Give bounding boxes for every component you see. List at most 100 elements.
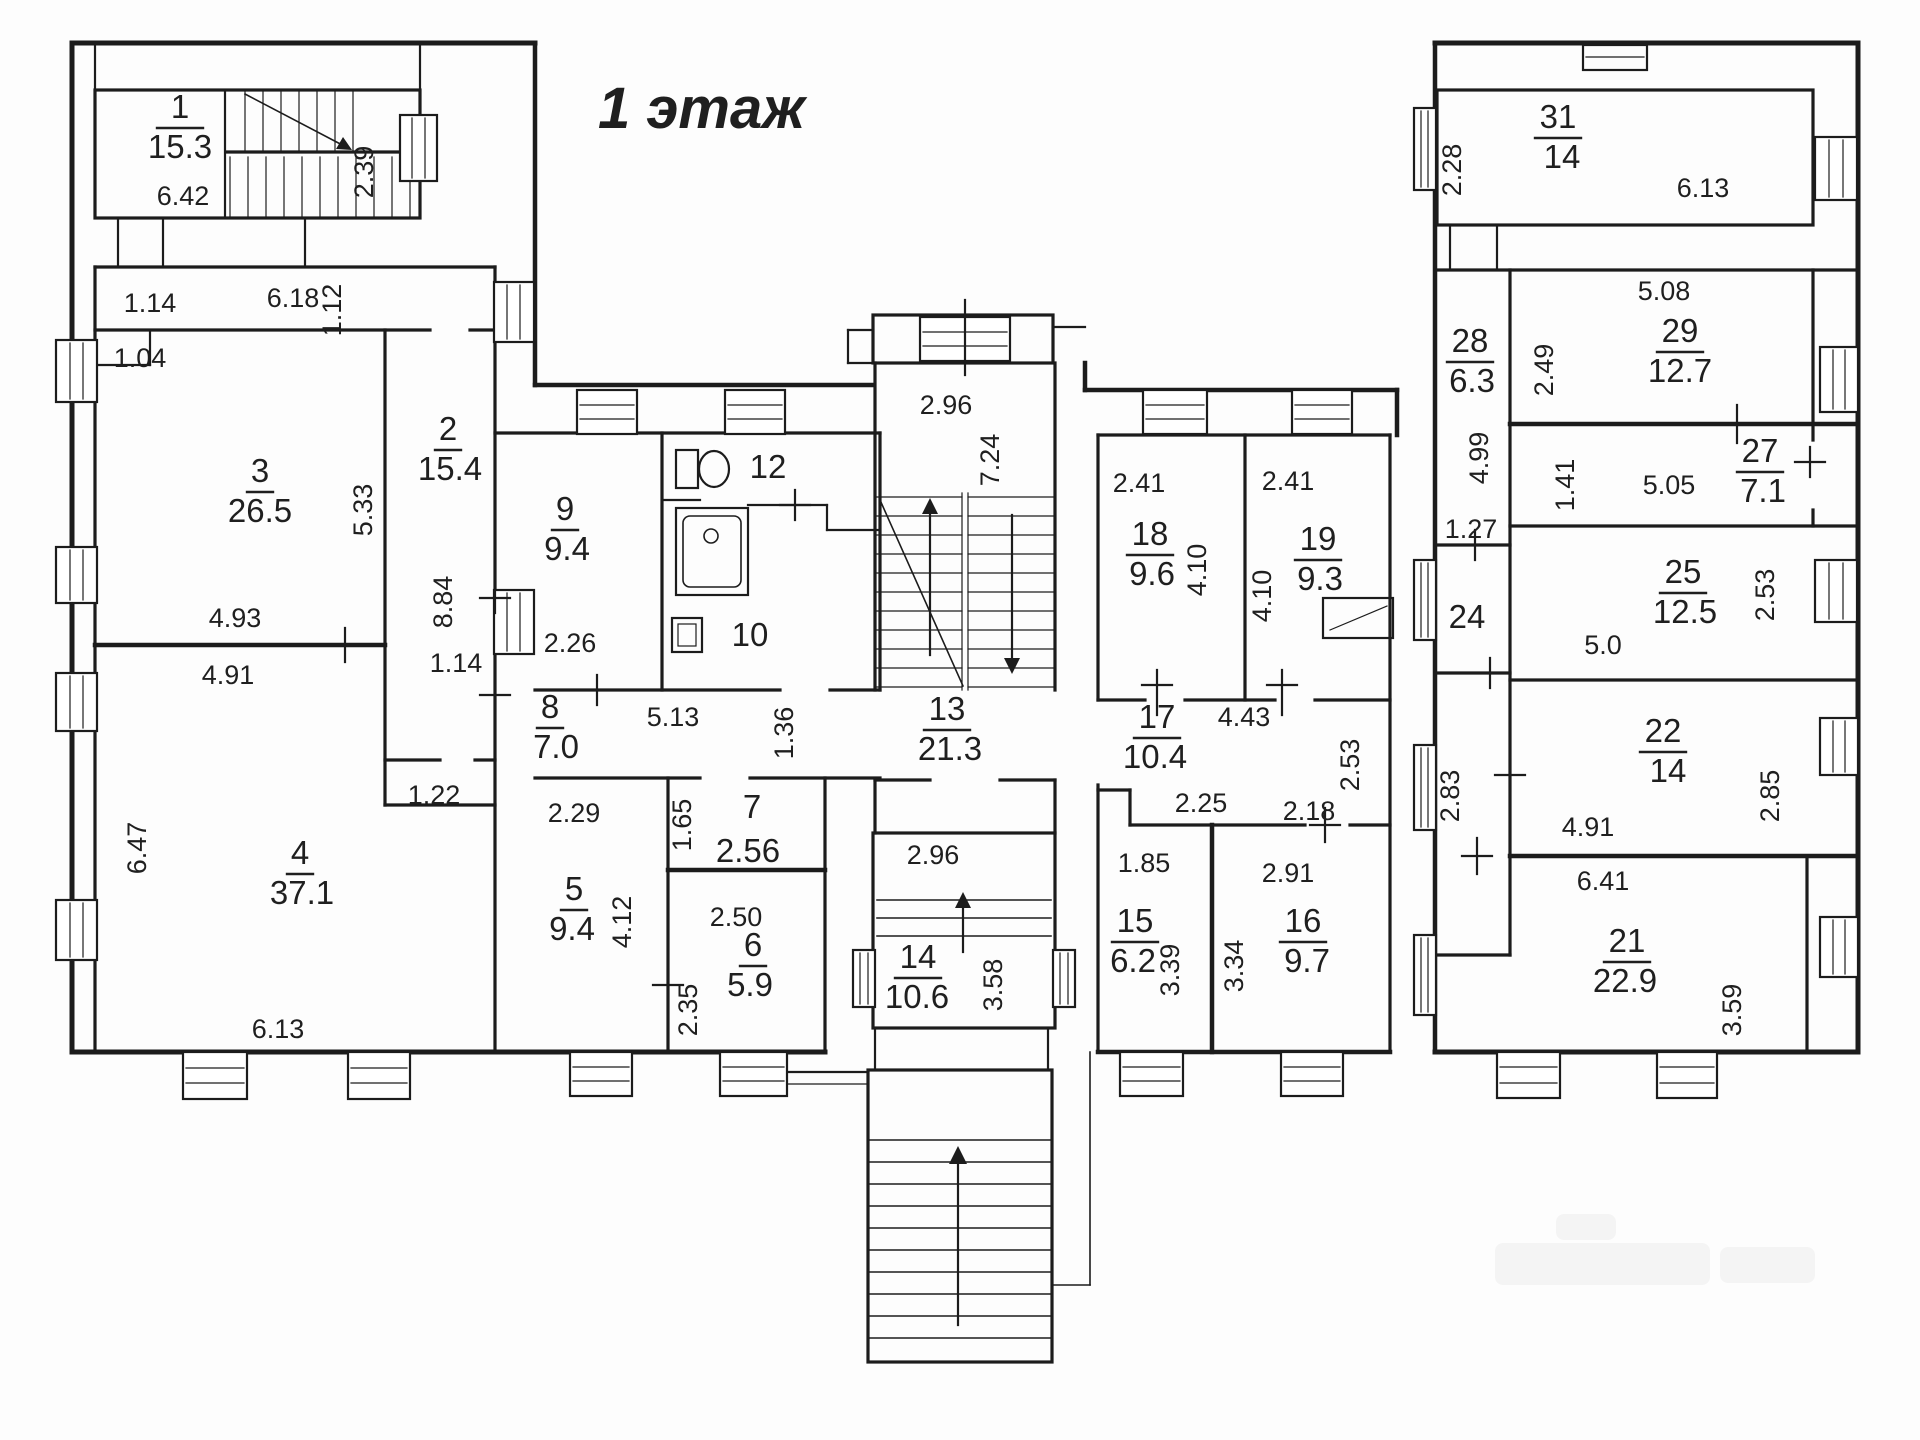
dim-label: 5.08 — [1638, 276, 1691, 306]
dim-label: 5.05 — [1643, 470, 1696, 500]
dim-label: 1.85 — [1118, 848, 1171, 878]
dim-label: 2.28 — [1437, 144, 1467, 197]
dim-label: 2.26 — [544, 628, 597, 658]
dim-label: 1.27 — [1445, 514, 1498, 544]
stairs-center — [876, 492, 1054, 691]
page-title: 1 этаж — [598, 76, 808, 141]
room-area: 6.3 — [1449, 362, 1495, 399]
dimension-labels: 6.42 2.39 1.14 6.18 1.12 1.04 5.33 8.84 … — [114, 144, 1785, 1044]
bathtub-icon — [682, 515, 742, 588]
room-number: 19 — [1300, 520, 1337, 557]
dim-label: 2.41 — [1113, 468, 1166, 498]
dim-label: 4.91 — [202, 660, 255, 690]
room-number: 12 — [750, 448, 787, 485]
room-number: 31 — [1540, 98, 1577, 135]
dim-label: 4.91 — [1562, 812, 1615, 842]
dim-label: 4.12 — [607, 896, 637, 949]
dim-label: 1.22 — [408, 780, 461, 810]
dim-label: 5.0 — [1584, 630, 1622, 660]
dim-label: 1.14 — [430, 648, 483, 678]
dim-label: 2.53 — [1750, 569, 1780, 622]
room-number: 8 — [541, 688, 559, 725]
room-number: 10 — [732, 616, 769, 653]
dim-label: 3.59 — [1717, 984, 1747, 1037]
room-area: 9.4 — [549, 910, 595, 947]
room-area: 26.5 — [228, 492, 292, 529]
room-area: 5.9 — [727, 966, 773, 1003]
dim-label: 6.42 — [157, 181, 210, 211]
dim-label: 2.29 — [548, 798, 601, 828]
dim-label: 4.93 — [209, 603, 262, 633]
dim-label: 2.96 — [907, 840, 960, 870]
dim-label: 2.35 — [673, 984, 703, 1037]
room-number: 14 — [900, 938, 937, 975]
dim-label: 2.39 — [349, 146, 379, 199]
dim-label: 2.41 — [1262, 466, 1315, 496]
room-number: 5 — [565, 870, 583, 907]
room-number: 4 — [291, 834, 309, 871]
room-number: 22 — [1645, 712, 1682, 749]
room-number: 16 — [1285, 902, 1322, 939]
room-area: 6.2 — [1110, 942, 1156, 979]
dim-label: 1.65 — [667, 799, 697, 852]
room-number: 21 — [1609, 922, 1646, 959]
room-area: 37.1 — [270, 874, 334, 911]
windows — [54, 106, 1860, 1101]
room-number: 6 — [744, 926, 762, 963]
room-number: 9 — [556, 490, 574, 527]
room-labels: 115.3 215.4 326.5 437.1 59.4 65.9 72.56 … — [148, 88, 1786, 1015]
dim-label: 2.18 — [1283, 796, 1336, 826]
dim-label: 1.36 — [769, 707, 799, 760]
room-number: 15 — [1117, 902, 1154, 939]
room-number: 28 — [1452, 322, 1489, 359]
room-area: 10.4 — [1123, 738, 1187, 775]
room-number: 27 — [1742, 432, 1779, 469]
dim-label: 3.39 — [1155, 944, 1185, 997]
dim-label: 2.50 — [710, 902, 763, 932]
dim-label: 1.41 — [1550, 459, 1580, 512]
room-number: 29 — [1662, 312, 1699, 349]
room-area: 12.5 — [1653, 593, 1717, 630]
room-number: 3 — [251, 452, 269, 489]
room-area: 21.3 — [918, 730, 982, 767]
dim-label: 5.13 — [647, 702, 700, 732]
room-area: 14 — [1544, 138, 1581, 175]
room-area: 2.56 — [716, 832, 780, 869]
middle-right-walls — [1096, 433, 1392, 1055]
room-number: 18 — [1132, 515, 1169, 552]
dim-label: 6.13 — [1677, 173, 1730, 203]
room-area: 7.0 — [533, 728, 579, 765]
dim-label: 2.53 — [1335, 739, 1365, 792]
dim-label: 2.25 — [1175, 788, 1228, 818]
wall-ticks — [328, 403, 1827, 1002]
dim-label: 7.24 — [975, 434, 1005, 487]
dim-label: 6.13 — [252, 1014, 305, 1044]
room-number: 7 — [743, 788, 761, 825]
dim-label: 6.41 — [1577, 866, 1630, 896]
room-area: 15.4 — [418, 450, 482, 487]
dim-label: 8.84 — [428, 576, 458, 629]
room-number: 1 — [171, 88, 189, 125]
dim-label: 6.47 — [122, 822, 152, 875]
porch-steps — [869, 1139, 1051, 1339]
room-number: 25 — [1665, 553, 1702, 590]
dim-label: 2.85 — [1755, 770, 1785, 823]
dim-label: 1.12 — [317, 284, 347, 337]
dim-label: 5.33 — [348, 484, 378, 537]
stairwell-walls — [738, 313, 1091, 1364]
dim-label: 1.14 — [124, 288, 177, 318]
sink-icon — [670, 616, 704, 654]
dim-label: 4.10 — [1247, 570, 1277, 623]
room-number: 17 — [1139, 698, 1176, 735]
entry-steps — [876, 892, 1052, 954]
room-area: 9.6 — [1129, 555, 1175, 592]
toilet-icon — [674, 448, 731, 490]
dim-label: 2.83 — [1435, 770, 1465, 823]
room-area: 12.7 — [1648, 352, 1712, 389]
room-area: 9.3 — [1297, 560, 1343, 597]
dim-label: 3.34 — [1219, 940, 1249, 993]
room-area: 9.4 — [544, 530, 590, 567]
dim-label: 4.10 — [1182, 544, 1212, 597]
right-wing-walls — [1433, 43, 1861, 1054]
